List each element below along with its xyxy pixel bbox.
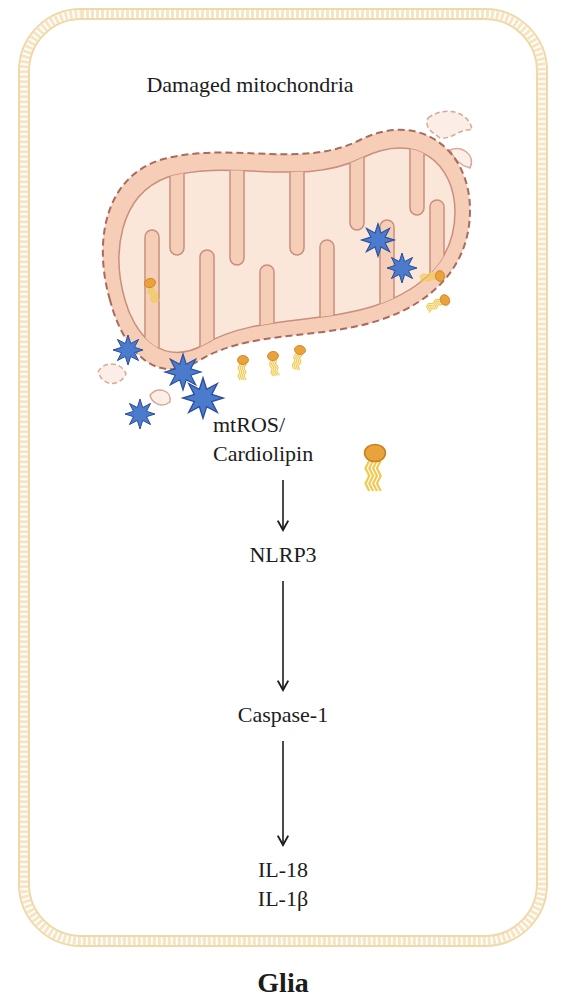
crista [145, 230, 159, 390]
cardiolipin [419, 270, 445, 285]
cardiolipin [425, 293, 452, 315]
mitochondrion-shape [95, 70, 475, 415]
outer-membrane [103, 130, 470, 369]
crista [410, 110, 424, 215]
membrane-fragment [98, 364, 126, 384]
pathway-label: Caspase-1 [183, 700, 383, 729]
organelle-label: Damaged mitochondria [95, 70, 475, 99]
cardiolipin [267, 351, 282, 377]
signal-text: mtROS/ Cardiolipin [213, 410, 353, 468]
cristae [145, 110, 444, 390]
signal-text: IL-18IL-1β [183, 855, 383, 913]
membrane-outer [19, 9, 547, 946]
cardiolipin-icon [365, 444, 386, 491]
pathway-arrow [282, 480, 284, 530]
crista [170, 140, 184, 255]
ros-burst [387, 253, 417, 283]
pathway-arrow [282, 741, 284, 845]
crista [350, 120, 364, 230]
crista [200, 250, 214, 390]
crista [260, 265, 274, 375]
membrane-fragment [427, 111, 472, 138]
pathway-label: IL-18 [183, 855, 383, 884]
ros-burst [362, 224, 395, 257]
signal-text: NLRP3 [183, 540, 383, 569]
pathway-label: IL-1β [183, 884, 383, 913]
membrane-fragment [450, 149, 471, 168]
membrane-bilayer [24, 14, 542, 941]
glia-cell: Glia [15, 5, 551, 950]
membrane-fragment [150, 390, 170, 405]
signal-text: Caspase-1 [183, 700, 383, 729]
pathway-label: NLRP3 [183, 540, 383, 569]
mitochondrion-illustration [98, 110, 472, 429]
mitochondrion: Damaged mitochondria [95, 70, 475, 415]
crista [380, 220, 394, 330]
crista [290, 140, 304, 255]
crista [320, 240, 334, 360]
cytoplasm [15, 5, 551, 950]
ros-burst [125, 399, 155, 429]
ros-burst [165, 354, 201, 390]
cardiolipin [291, 345, 306, 371]
crista [230, 140, 244, 265]
cell-label: Glia [15, 967, 551, 999]
inner-membrane [119, 148, 455, 352]
cardiolipin [143, 277, 162, 304]
membrane-inner [29, 19, 537, 936]
ros-burst [113, 335, 143, 365]
crista [430, 200, 444, 290]
pathway-label: mtROS/ Cardiolipin [213, 410, 353, 468]
pathway-arrow [282, 581, 284, 690]
cardiolipin [238, 356, 249, 381]
cell-membrane [15, 5, 551, 950]
